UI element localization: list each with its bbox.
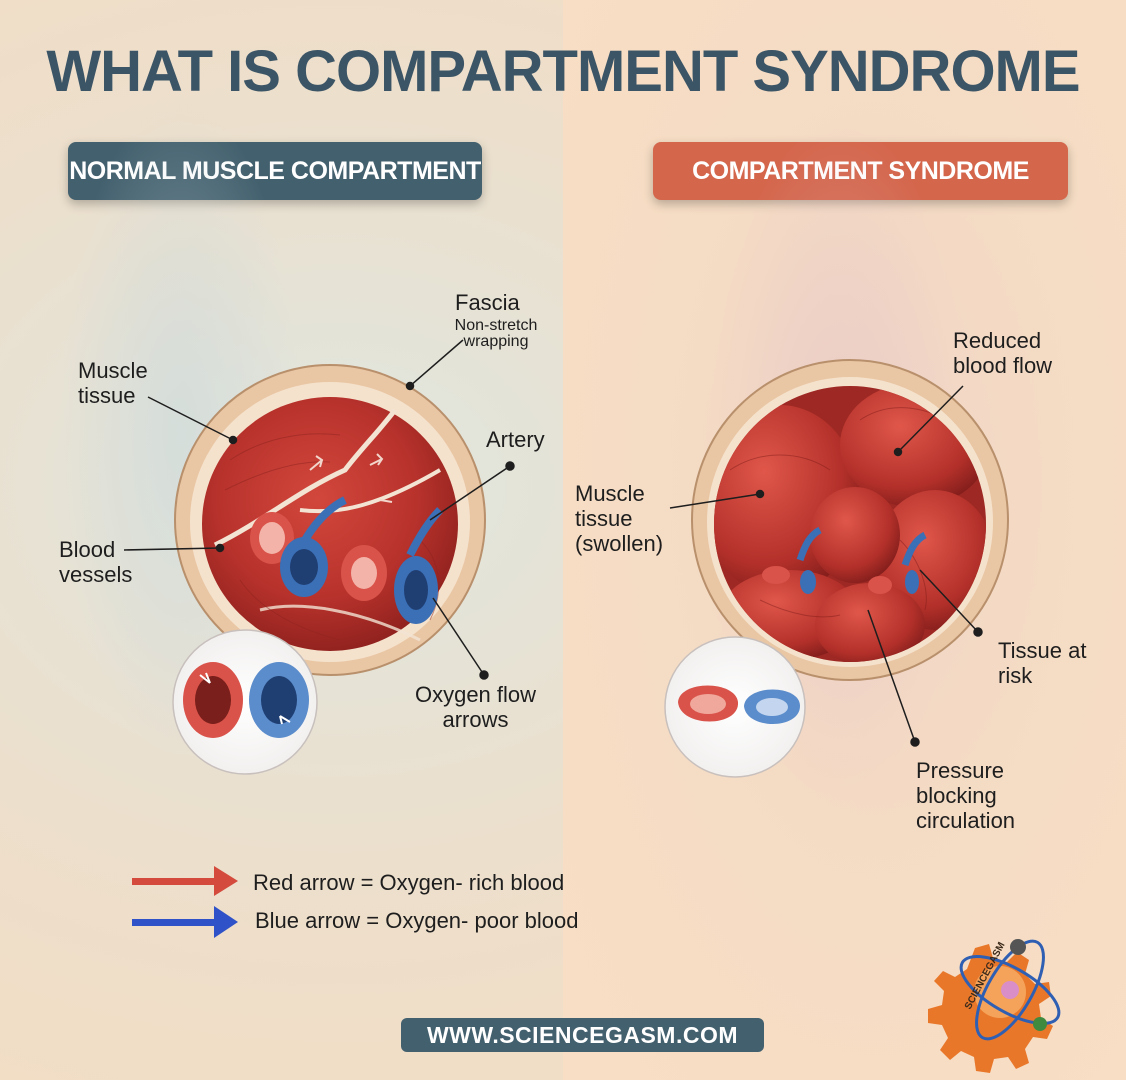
page-title: WHAT IS COMPARTMENT SYNDROME [46,39,1080,104]
normal-vessel-inset [172,629,318,775]
label-reduced-blood-flow: Reduced blood flow [953,328,1053,378]
label-fascia-sub: Non-stretch wrapping [454,317,538,350]
label-blood-vessels: Blood vessels [59,537,133,587]
sciencegasm-logo: SCIENCEGASM [928,939,1061,1073]
label-muscle-tissue: Muscle tissue [78,358,148,408]
label-pressure-blocking: Pressure blocking circulation [916,758,1016,833]
label-oxygen-flow: Oxygen flow arrows [414,682,537,732]
syndrome-vessel-inset [664,636,806,778]
syndrome-cross-section [691,359,1009,681]
legend-red-text: Red arrow = Oxygen- rich blood [253,870,565,895]
label-muscle-swollen: Muscle tissue (swollen) [575,481,664,556]
normal-cross-section [174,364,486,676]
label-fascia: Fascia [455,290,520,315]
legend-blue-text: Blue arrow = Oxygen- poor blood [255,908,579,933]
label-tissue-at-risk: Tissue at risk [998,638,1087,688]
left-leader-lines [123,339,515,680]
label-artery: Artery [486,427,545,452]
legend-blue-arrow [132,906,238,938]
website-link[interactable]: WWW.SCIENCEGASM.COM [401,1018,764,1052]
legend-red-arrow [132,866,238,896]
right-leader-lines [669,385,983,747]
